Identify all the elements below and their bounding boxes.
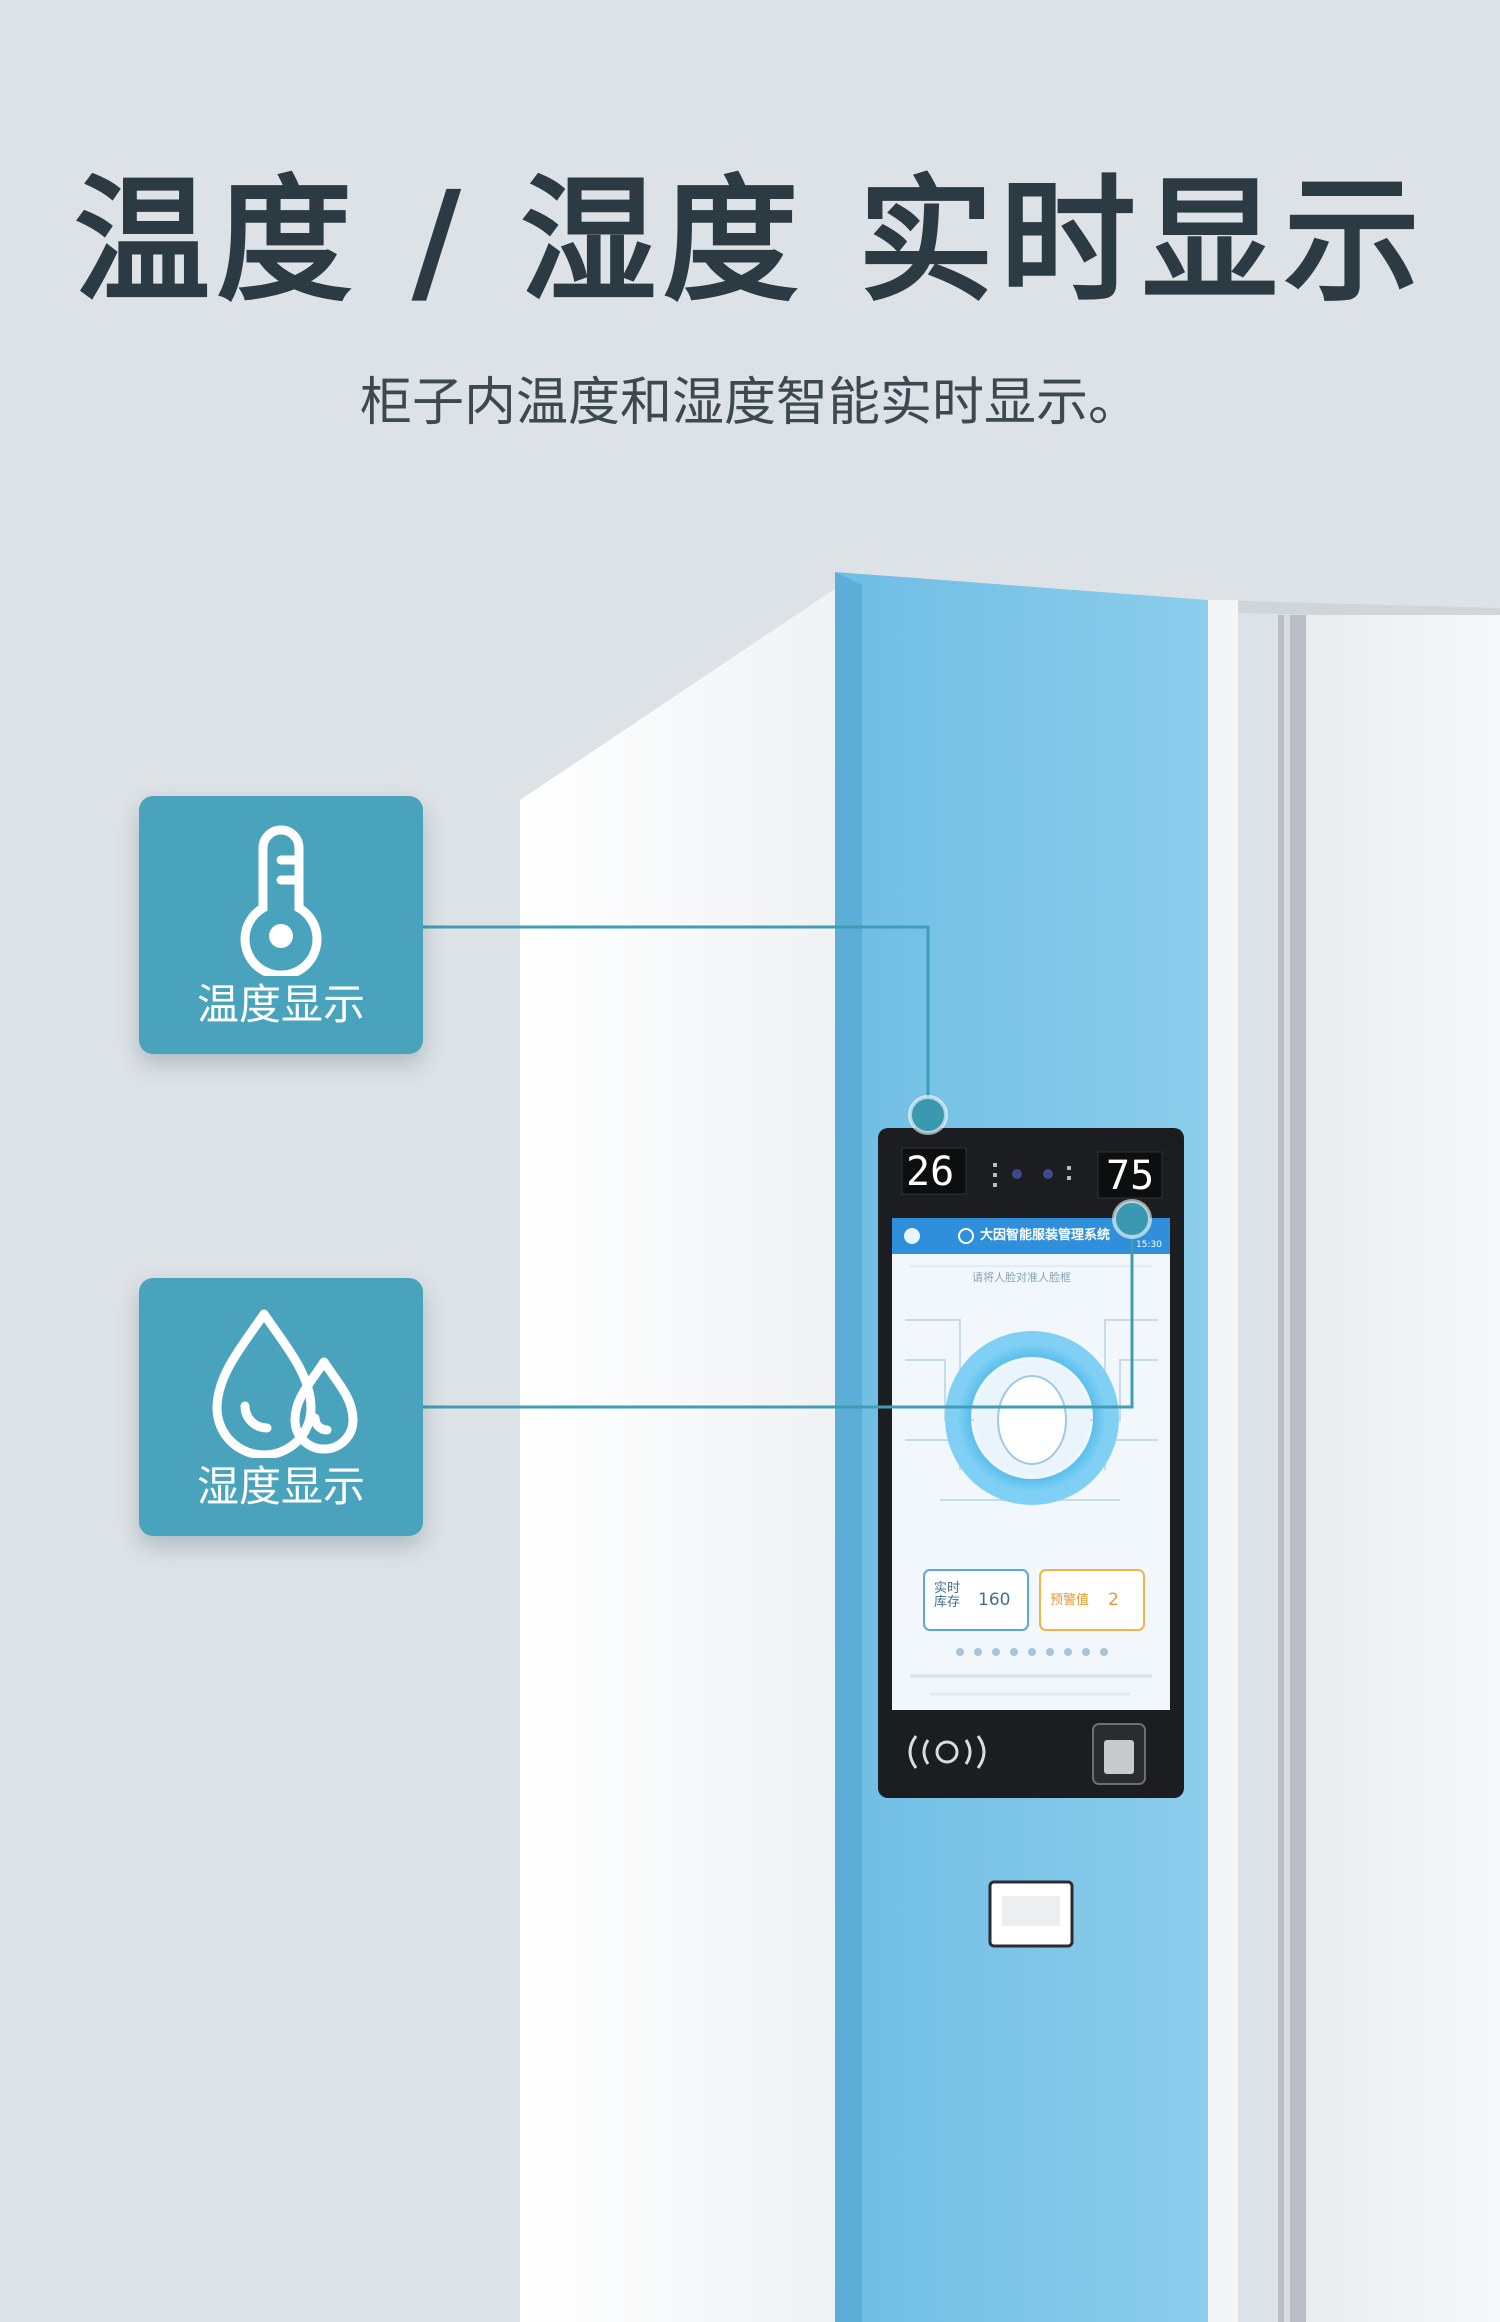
humidity-callout-label: 湿度显示 <box>196 1462 365 1511</box>
stock-label: 实时库存 <box>934 1581 961 1611</box>
thermometer-icon <box>240 825 322 976</box>
alert-label: 预警值 <box>1050 1593 1090 1608</box>
humidity-readout-box <box>1097 1151 1163 1199</box>
panel-dot-e <box>1067 1176 1071 1180</box>
water-drops-icon <box>212 1309 358 1458</box>
screen-logo-icon <box>958 1228 974 1244</box>
page-title: 温度 / 湿度 实时显示 <box>74 163 1426 321</box>
cabinet-pillar-edge <box>835 572 862 2322</box>
callout-dot-humidity <box>1112 1199 1152 1239</box>
face-outline-icon <box>997 1375 1067 1465</box>
cabinet-right-door <box>1306 615 1500 2322</box>
stock-value: 160 <box>978 1590 1011 1610</box>
face-scan-ring <box>945 1331 1119 1505</box>
panel-led-right <box>1043 1169 1053 1179</box>
page-subtitle: 柜子内温度和湿度智能实时显示。 <box>359 373 1140 433</box>
callout-line-humidity <box>423 1224 1134 1409</box>
screen-app-title: 大因智能服装管理系统 <box>980 1228 1111 1243</box>
callout-line-temperature <box>423 925 930 1112</box>
alert-card[interactable] <box>1039 1569 1145 1631</box>
panel-dot-b <box>993 1173 997 1177</box>
temperature-readout-box <box>901 1147 967 1195</box>
panel-dot-d <box>1067 1166 1071 1170</box>
card-slot-inner <box>1002 1896 1060 1926</box>
alert-value: 2 <box>1108 1590 1119 1610</box>
door-handle-strip <box>1278 615 1306 2322</box>
cabinet-side-panel <box>520 572 860 2322</box>
door-handle-highlight <box>1284 615 1290 2322</box>
stock-card[interactable] <box>923 1569 1029 1631</box>
humidity-callout-badge: 湿度显示 <box>139 1278 423 1536</box>
temperature-readout: 26 <box>906 1149 955 1195</box>
screen-prompt: 请将人脸对准人脸框 <box>972 1271 1071 1284</box>
screen-status-icons <box>956 1648 1108 1656</box>
cabinet-door-gap <box>1208 600 1238 2322</box>
temperature-callout-label: 温度显示 <box>196 980 365 1029</box>
panel-dot-c <box>993 1183 997 1187</box>
fingerprint-pad <box>1104 1740 1134 1774</box>
temperature-callout-badge: 温度显示 <box>139 796 423 1054</box>
screen-time: 15:30 <box>1136 1240 1162 1250</box>
panel-led-left <box>1012 1169 1022 1179</box>
screen-user-icon <box>904 1228 920 1244</box>
panel-dot-a <box>993 1163 997 1167</box>
humidity-readout: 75 <box>1106 1153 1155 1199</box>
nfc-reader-icon[interactable] <box>908 1735 986 1769</box>
callout-dot-temperature <box>908 1095 948 1135</box>
